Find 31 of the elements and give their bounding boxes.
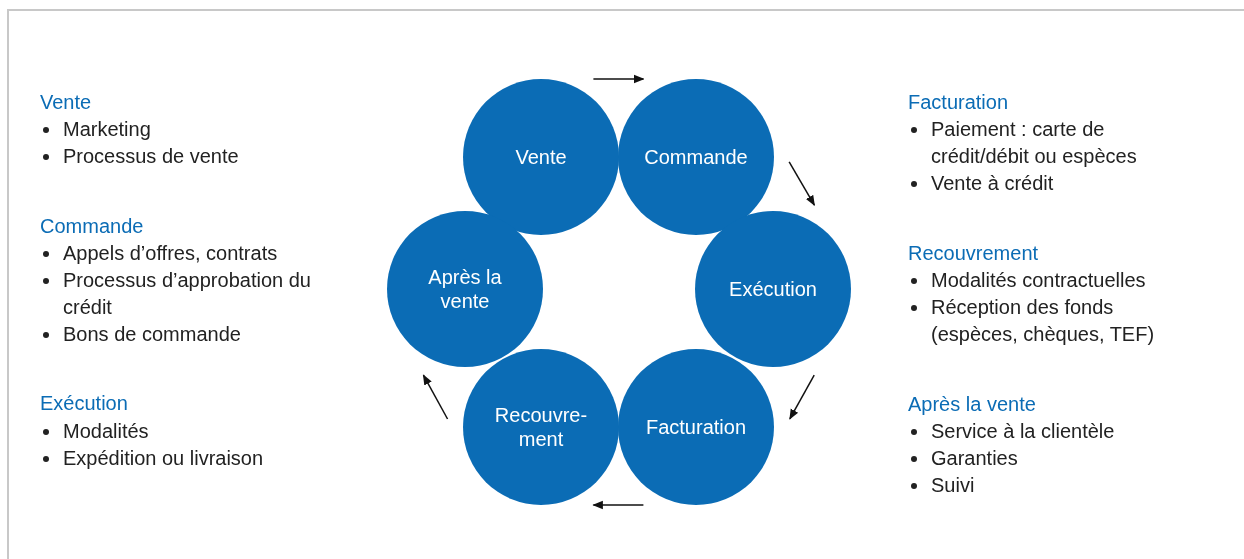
list-item: Bons de commande (63, 322, 242, 347)
step-label: Exécution (729, 277, 817, 301)
section-heading: Exécution (40, 391, 129, 416)
section-heading: Commande (40, 214, 145, 239)
list-item: Réception des fonds (espèces, chèques, TEF) (931, 295, 1156, 347)
list-item: Suivi (931, 473, 976, 498)
list-item: Garanties (931, 446, 1019, 471)
list-item: Appels d’offres, contrats (63, 241, 279, 266)
list-item: Modalités (63, 419, 150, 444)
list-item: Marketing (63, 117, 152, 142)
step-label: Facturation (645, 415, 747, 439)
list-item: Paiement : carte de crédit/débit ou espèces (931, 117, 1138, 169)
arrow (592, 74, 645, 84)
list-item: Modalités contractuelles (931, 268, 1147, 293)
arrow (422, 374, 449, 420)
step-label: Commande (644, 145, 748, 169)
arrow (789, 374, 815, 420)
list-item: Processus d’approbation du crédit (63, 268, 312, 320)
list-item: Service à la clientèle (931, 419, 1116, 444)
list-item: Expédition ou livraison (63, 446, 265, 471)
section-heading: Après la vente (908, 392, 1037, 417)
list-item: Vente à crédit (931, 171, 1055, 196)
arrow (592, 500, 645, 510)
section-heading: Vente (40, 90, 93, 115)
step-label: Après la vente (427, 265, 503, 313)
step-label: Vente (515, 145, 567, 169)
section-heading: Recouvrement (908, 241, 1040, 266)
step-label: Recouvre-ment (493, 403, 589, 451)
arrow (788, 161, 816, 206)
section-heading: Facturation (908, 90, 1010, 115)
list-item: Processus de vente (63, 144, 240, 169)
